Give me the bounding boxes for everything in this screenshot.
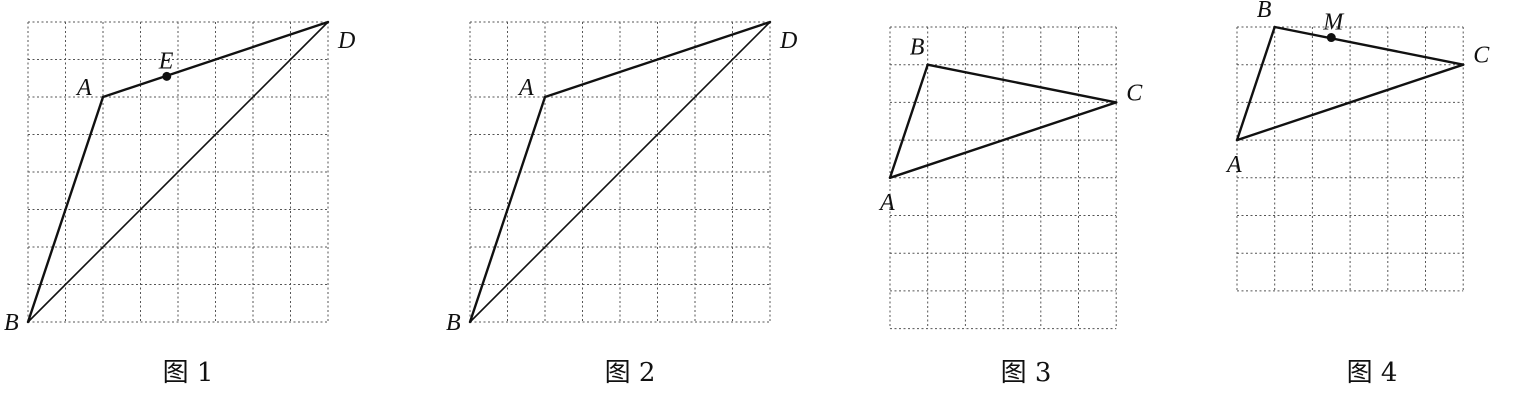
segment-AC: [1235, 63, 1465, 142]
segment-AB: [1235, 25, 1276, 142]
segment-AD: [543, 20, 772, 99]
caption-figure-3: 图 3: [1000, 358, 1052, 388]
segment-AB: [26, 95, 105, 324]
segment-AB: [468, 95, 547, 324]
figure-4: A B C M: [1225, 0, 1490, 292]
point-label-d: D: [337, 28, 355, 54]
caption-figure-2: 图 2: [604, 358, 656, 388]
segment-BC: [926, 63, 1118, 104]
point-label-c: C: [1126, 80, 1143, 106]
point-label-a: A: [517, 75, 534, 101]
point-label-m: M: [1322, 10, 1345, 36]
figure-3: A B C: [878, 26, 1143, 330]
figure-1: A B D E: [4, 20, 355, 336]
grid-lines: [469, 21, 771, 323]
segment-BD: [469, 21, 771, 323]
point-label-b: B: [1257, 0, 1272, 23]
segment-BC: [1273, 25, 1465, 66]
point-label-a: A: [75, 75, 92, 101]
segment-BD: [27, 21, 329, 323]
grid-lines: [27, 21, 329, 323]
point-label-d: D: [779, 28, 797, 54]
point-label-a: A: [1225, 152, 1242, 178]
point-label-b: B: [4, 310, 19, 336]
point-label-e: E: [158, 48, 174, 74]
figure-2: A B D: [446, 20, 797, 336]
segment-AC: [888, 101, 1118, 180]
point-e-dot: [162, 71, 172, 81]
caption-figure-1: 图 1: [162, 358, 214, 388]
grid-lines: [1236, 26, 1464, 292]
point-label-c: C: [1473, 43, 1490, 69]
point-label-b: B: [910, 35, 925, 61]
segment-AB: [888, 63, 929, 180]
caption-figure-4: 图 4: [1346, 358, 1398, 388]
segment-AD: [101, 20, 330, 99]
point-m-dot: [1326, 33, 1336, 43]
point-label-b: B: [446, 310, 461, 336]
point-label-a: A: [878, 190, 895, 216]
